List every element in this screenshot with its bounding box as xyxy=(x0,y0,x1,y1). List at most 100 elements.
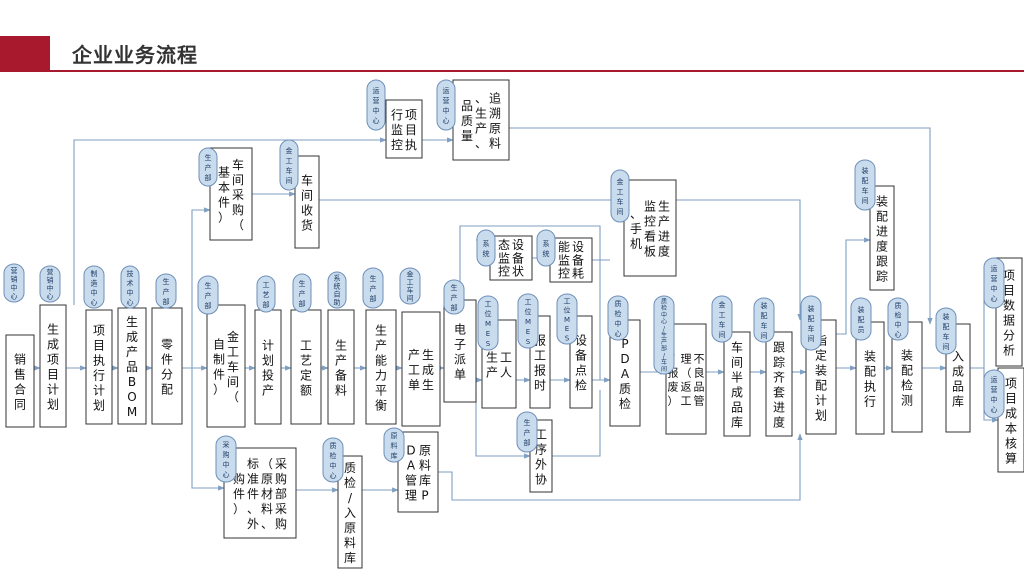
process-box-label-char: 装 xyxy=(864,349,876,363)
process-box-label-char: 工 xyxy=(227,345,239,359)
department-tag-label-char: 装 xyxy=(943,312,950,321)
process-box-label-char: 生 xyxy=(475,106,487,120)
process-box-label-char: 工 xyxy=(534,348,546,362)
process-box-label-char: 监 xyxy=(498,251,510,265)
process-box-label-char: 原 xyxy=(489,121,501,135)
process-box-label-char: / xyxy=(348,491,353,505)
process-box-frame xyxy=(397,431,439,513)
department-tag-label-char: S xyxy=(565,334,570,342)
department-tag-shape xyxy=(383,427,405,463)
process-box-label-char: 目 xyxy=(405,123,417,137)
department-tag-label-char: 营 xyxy=(47,268,54,277)
process-box-label-char: 外 xyxy=(247,517,259,531)
process-box-frame xyxy=(452,79,510,161)
process-box-label-char: 工 xyxy=(681,395,692,408)
process-box-label-char: 质 xyxy=(344,461,356,475)
process-box-label-char: 产 xyxy=(658,214,670,228)
department-tag-label-char: 心 xyxy=(11,293,18,301)
department-tag-label-char: 工 xyxy=(719,311,726,319)
process-box-label-char: 项 xyxy=(1005,376,1017,390)
process-box-label-char: 度 xyxy=(773,414,785,429)
process-box-label-char: 自 xyxy=(213,337,225,351)
department-tag-label-char: 产 xyxy=(205,163,212,172)
department-tag-label-char: 系 xyxy=(543,239,550,248)
process-box-label-char: 投 xyxy=(262,367,274,382)
process-box-label-char: 划 xyxy=(47,397,59,411)
department-tag-label-char: 中 xyxy=(330,461,337,470)
header-accent-bar xyxy=(0,36,50,72)
process-box-label-char: 检 xyxy=(901,377,913,392)
process-box-label-char: 单 xyxy=(454,367,466,381)
department-tag-label-char: 生 xyxy=(299,279,306,288)
department-tag-label-char: 造 xyxy=(91,278,98,287)
department-tag-label-char: 库 xyxy=(391,451,398,460)
process-box-label-char: 生 xyxy=(422,378,434,392)
process-box-label-char: 生 xyxy=(422,348,434,362)
department-tag-label-char: M xyxy=(525,318,531,326)
department-tag-shape xyxy=(536,229,556,267)
department-tag-label-char: 质 xyxy=(330,441,337,450)
process-box-label-char: 装 xyxy=(815,363,827,377)
process-box-label-char: 部 xyxy=(275,486,287,501)
process-box-label-char: 本 xyxy=(218,180,230,194)
process-box-label-char: 品 xyxy=(126,360,138,374)
department-tag-label-char: 部 xyxy=(263,300,270,309)
process-box-label-char: 备 xyxy=(512,251,524,265)
department-tag-label-char: 系 xyxy=(334,274,341,283)
department-tag-label-char: 检 xyxy=(661,304,667,312)
department-tag-t13: 生产部 xyxy=(443,279,465,315)
process-box-label-char: 成 xyxy=(731,385,743,399)
process-box-label-char: 状 xyxy=(512,265,524,279)
department-tag-label-char: 生 xyxy=(524,418,531,427)
department-tag-t7: 生产部 xyxy=(197,275,219,315)
department-tag-label-char: 金 xyxy=(617,177,624,186)
process-box-label-char: 设 xyxy=(512,238,524,252)
department-tag-shape xyxy=(327,271,347,309)
process-box-label-char: 产 xyxy=(335,353,347,367)
department-tag-label-char: M xyxy=(485,320,491,328)
department-tag-shape xyxy=(443,279,465,315)
process-box-label-char: 数 xyxy=(1003,297,1015,312)
process-box-label-char: 行 xyxy=(93,368,105,382)
process-box-label-char: 料 xyxy=(261,502,273,516)
department-tag-label-char: 装 xyxy=(808,304,815,313)
process-box-label-char: 耗 xyxy=(572,267,584,281)
department-tag-label-char: S xyxy=(526,338,531,346)
process-box-label-char: 电 xyxy=(454,322,466,336)
department-tag-label-char: 车 xyxy=(808,324,815,333)
department-tag-shape xyxy=(983,257,1005,309)
process-box-b31: 指定装配计划 xyxy=(805,319,837,435)
process-box-label-char: 废 xyxy=(668,380,679,394)
department-tag-label-char: 销 xyxy=(11,275,18,284)
process-box-label-char: 库 xyxy=(419,472,431,487)
process-box-label-char: 溯 xyxy=(489,105,501,120)
department-tag-label-char: E xyxy=(526,328,530,336)
process-box-frame xyxy=(151,307,183,425)
process-box-frame xyxy=(365,309,397,425)
department-tag-shape xyxy=(399,267,421,305)
process-box-label-char: 额 xyxy=(300,383,312,397)
process-box-label-char: 产 xyxy=(375,338,387,352)
department-tag-label-char: 间 xyxy=(617,208,624,216)
department-tag-label-char: 产 xyxy=(299,289,306,298)
process-box-frame xyxy=(85,309,113,425)
department-tag-shape xyxy=(39,265,61,303)
department-tag-label-char: 自 xyxy=(334,290,341,299)
process-box-frame xyxy=(443,299,477,403)
department-tag-shape xyxy=(436,79,456,131)
department-tag-label-char: 车 xyxy=(617,197,624,206)
department-tag-label-char: 员 xyxy=(858,326,865,334)
department-tag-shape xyxy=(292,273,312,313)
process-box-label-char: 进 xyxy=(658,229,670,243)
department-tag-label-char: 装 xyxy=(761,301,768,310)
